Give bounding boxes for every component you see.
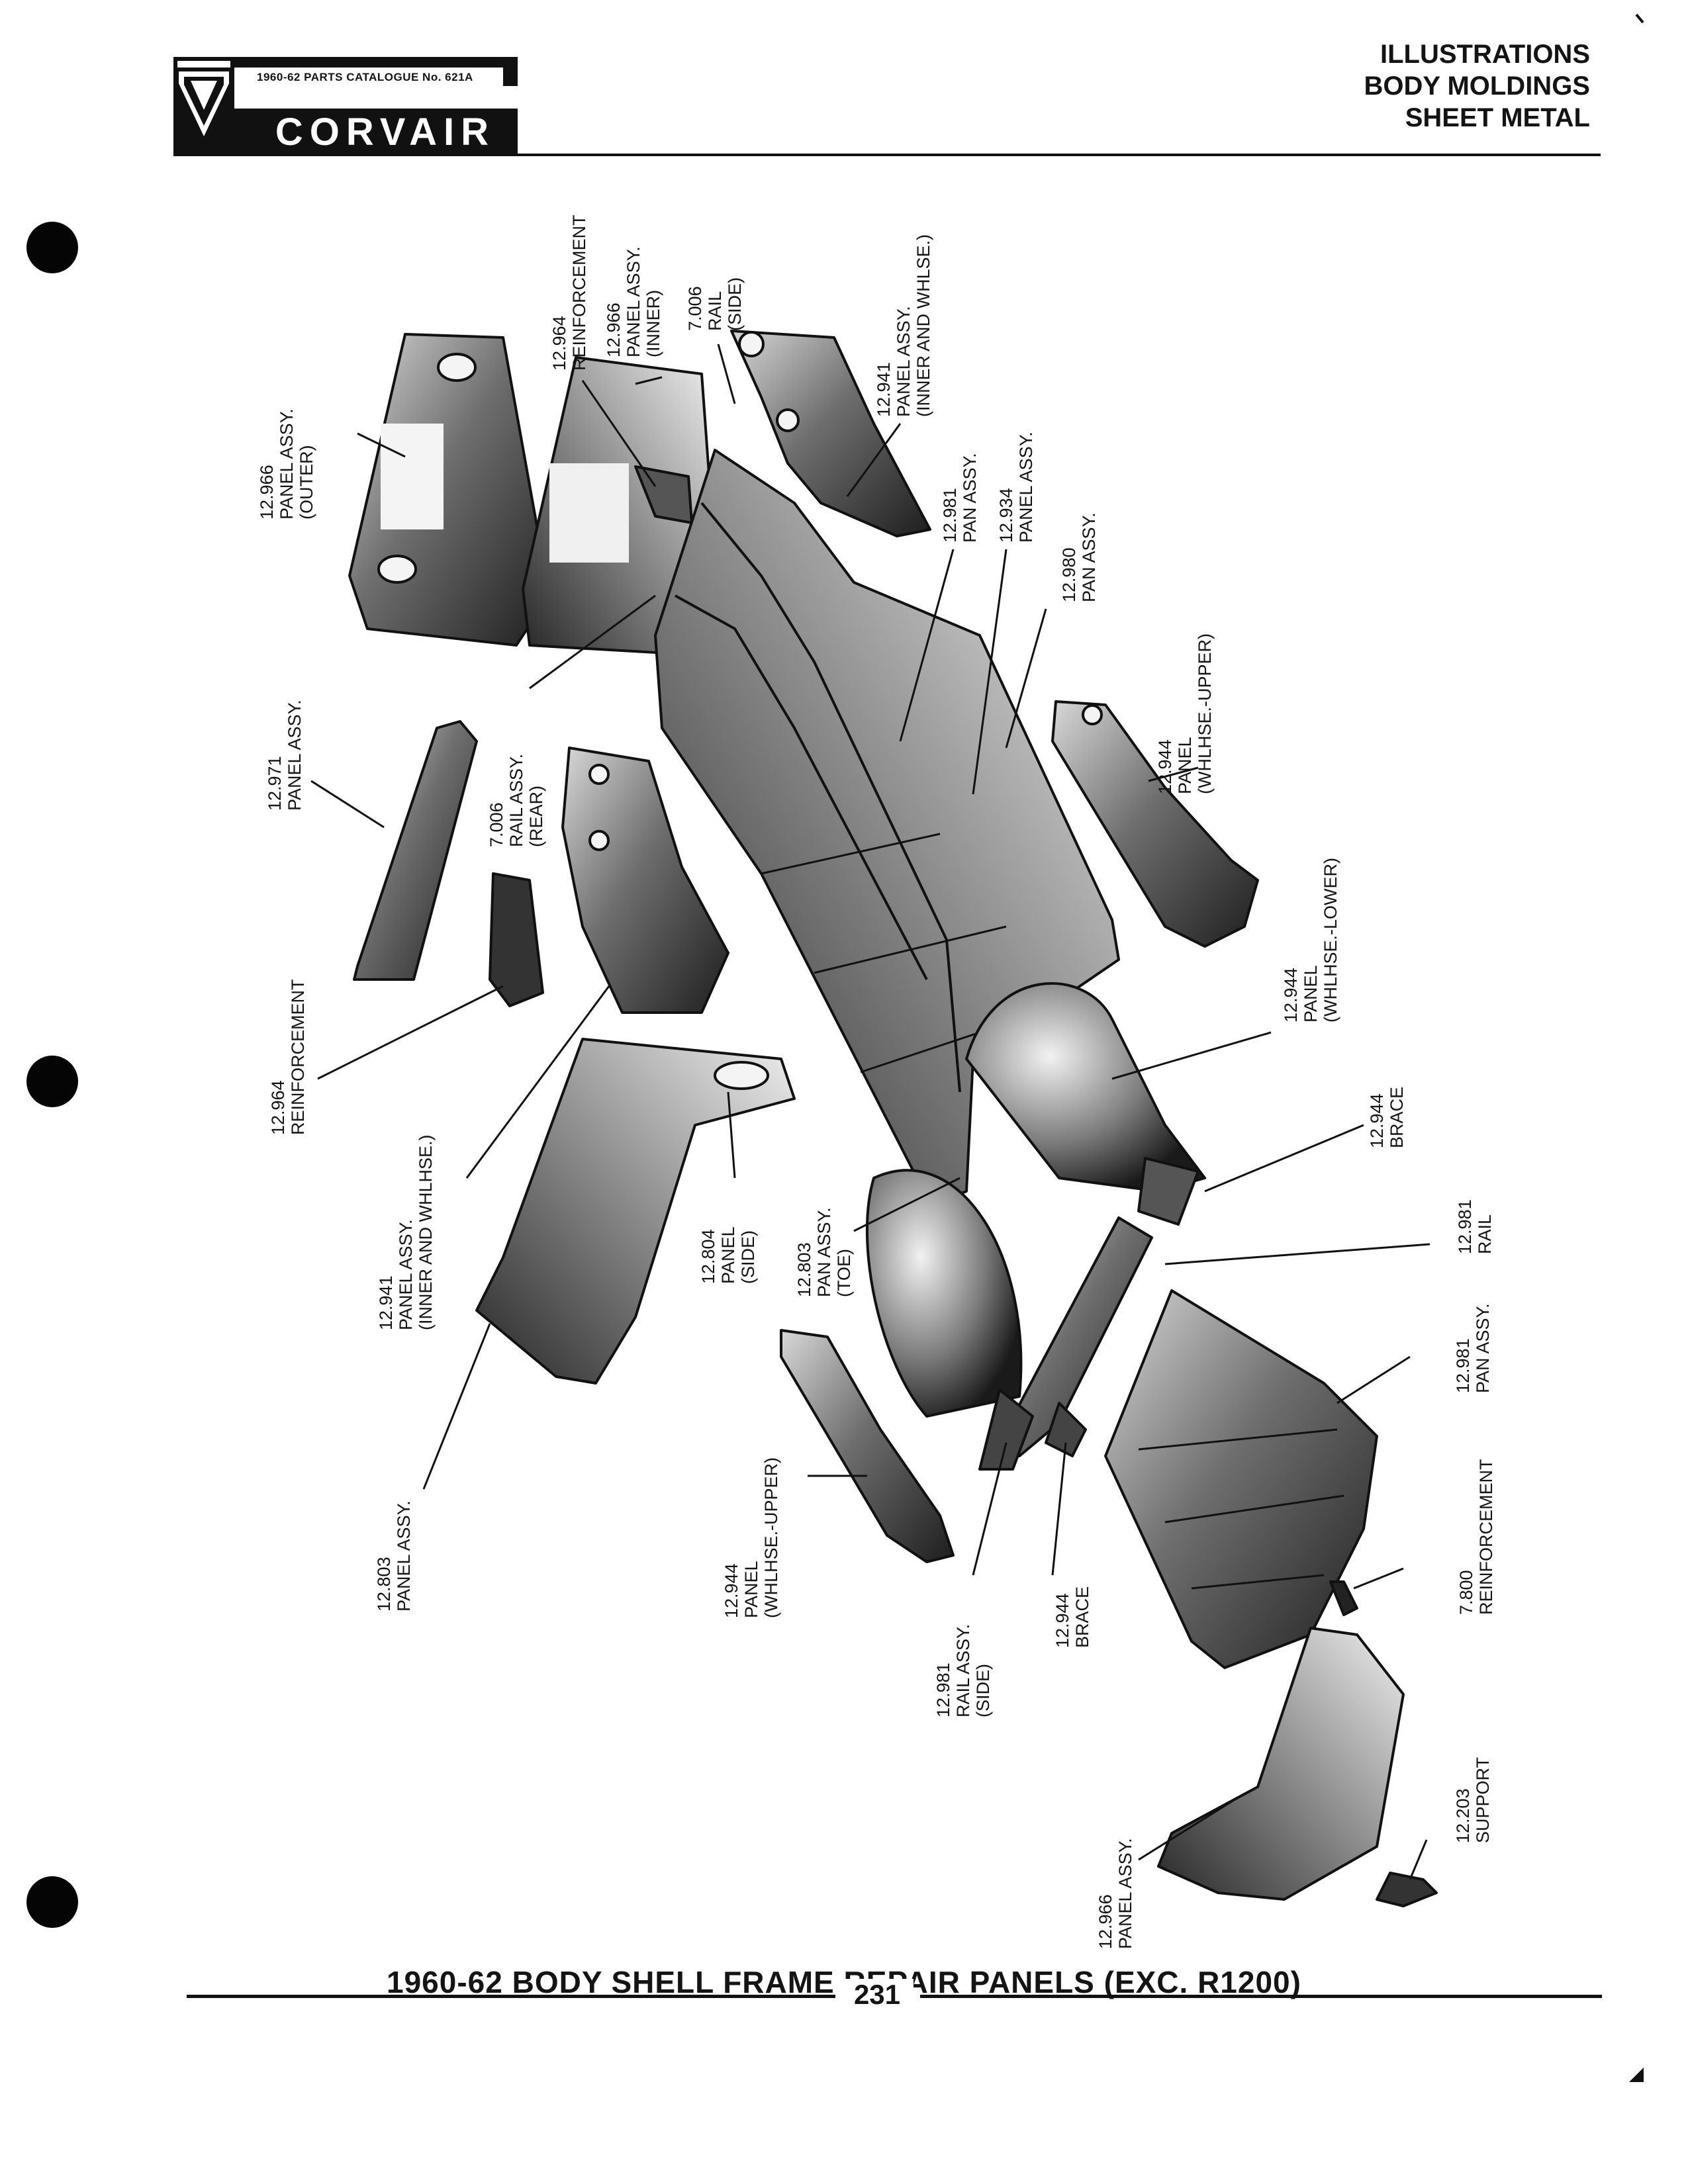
crest-icon bbox=[173, 57, 234, 156]
reinforcement-7800-part bbox=[1329, 1580, 1358, 1616]
punch-hole-middle bbox=[26, 1056, 78, 1107]
page-number: 231 bbox=[841, 1979, 914, 2011]
inner-wheelhouse-panel-part bbox=[730, 330, 931, 537]
front-panel-part bbox=[1157, 1627, 1405, 1901]
section-title-1: ILLUSTRATIONS bbox=[1380, 40, 1590, 69]
rail-part-right bbox=[1005, 1216, 1153, 1457]
punch-hole-top bbox=[26, 222, 78, 273]
corvair-logo: 1960-62 PARTS CATALOGUE No. 621A CORVAIR bbox=[173, 57, 518, 156]
section-title-2: BODY MOLDINGS bbox=[1364, 71, 1590, 101]
wheelhouse-upper-right-part bbox=[1051, 700, 1259, 948]
section-title-3: SHEET METAL bbox=[1405, 103, 1590, 132]
panel-12971-part bbox=[353, 720, 478, 981]
side-rail-part bbox=[978, 1388, 1034, 1471]
toe-pan-part bbox=[866, 1169, 1023, 1418]
reinforcement-part-small bbox=[489, 872, 544, 1007]
corner-mark-icon bbox=[1629, 2068, 1644, 2082]
footer-rule-left bbox=[187, 1995, 835, 1998]
punch-hole-bottom bbox=[26, 1876, 78, 1928]
corner-tick-icon bbox=[1635, 13, 1644, 24]
section-titles: ILLUSTRATIONS BODY MOLDINGS SHEET METAL bbox=[1364, 38, 1590, 134]
support-part bbox=[1376, 1872, 1438, 1907]
rear-rail-part bbox=[561, 747, 729, 1014]
catalog-label: 1960-62 PARTS CATALOGUE No. 621A bbox=[232, 68, 503, 87]
wheelhouse-lower-part bbox=[965, 982, 1206, 1193]
footer-rule-right bbox=[920, 1995, 1602, 1998]
wheelhouse-upper-left-part bbox=[780, 1329, 955, 1563]
brace-part-lower bbox=[1045, 1402, 1087, 1457]
brace-part-right bbox=[1137, 1157, 1199, 1226]
header-rule bbox=[173, 154, 1601, 156]
body-shell-exploded-illustration bbox=[310, 330, 1438, 1907]
inner-wheelhouse-lower-part bbox=[475, 1038, 796, 1385]
pan-assy-right-part bbox=[1104, 1289, 1378, 1669]
